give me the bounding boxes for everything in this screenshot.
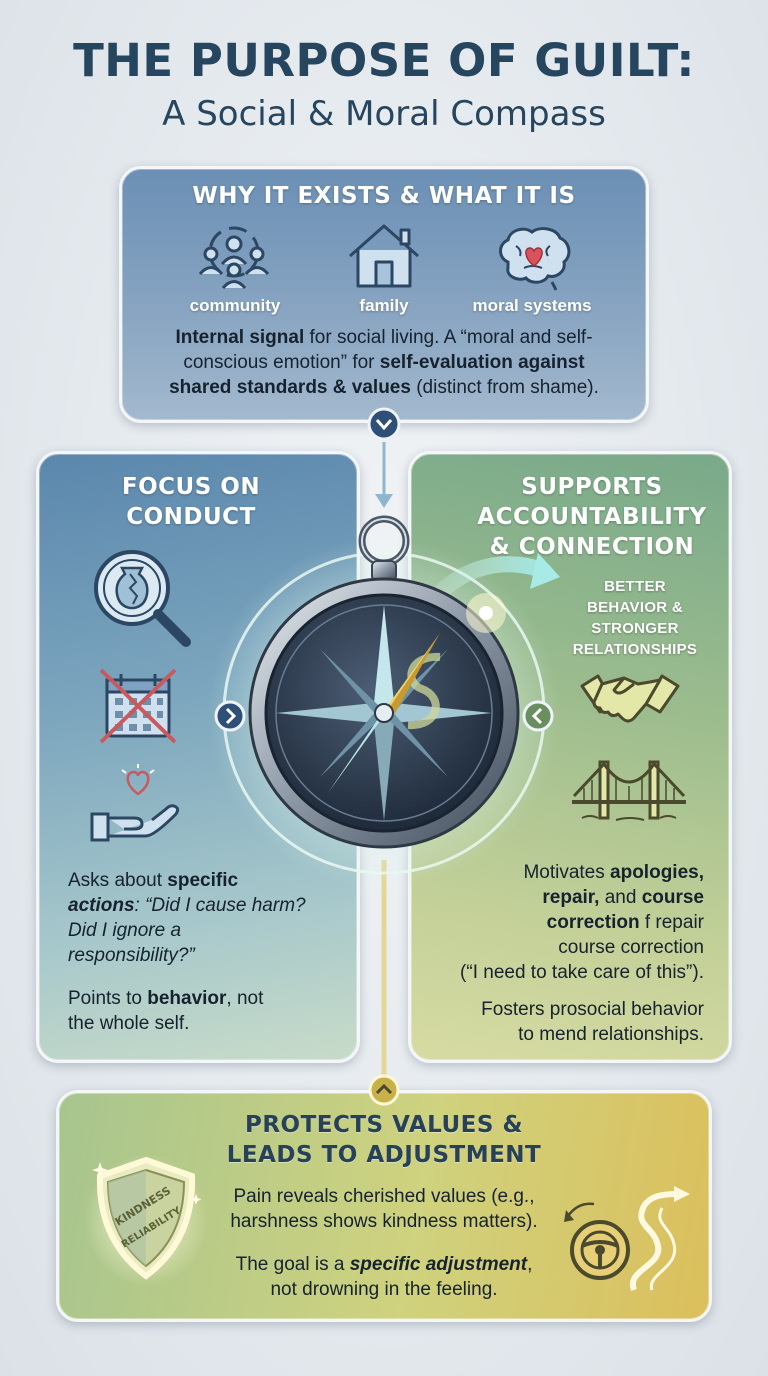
page-subtitle: A Social & Moral Compass xyxy=(162,94,606,134)
conduct-panel-heading: FOCUS ON CONDUCT xyxy=(121,474,261,530)
crossed-calendar-icon xyxy=(99,668,177,744)
magnifier-broken-vase-icon xyxy=(94,550,191,647)
community-label: community xyxy=(189,296,281,315)
values-panel-text-2: The goal is a specific adjustment, not d… xyxy=(235,1254,533,1300)
conduct-panel-text-2: Points to behavior, not the whole self. xyxy=(68,988,264,1034)
accountability-panel-heading: SUPPORTS ACCOUNTABILITY & CONNECTION xyxy=(477,474,707,560)
conduct-panel-text: Asks about specific actions: “Did I caus… xyxy=(68,870,306,966)
why-panel-description: Internal signal for social living. A “mo… xyxy=(169,327,599,398)
brain-heart-icon xyxy=(499,227,571,291)
compass-icon xyxy=(208,515,560,889)
family-label: family xyxy=(359,296,409,315)
moral-systems-label: moral systems xyxy=(472,296,592,315)
accountability-panel-text-2: Fosters prosocial behavior to mend relat… xyxy=(481,999,704,1045)
chevron-left-icon xyxy=(522,700,554,732)
page-title: THE PURPOSE OF GUILT: xyxy=(73,34,695,87)
handshake-icon xyxy=(580,674,680,723)
hand-heart-icon xyxy=(90,764,180,842)
bridge-icon xyxy=(572,760,686,821)
chevron-up-icon xyxy=(368,1074,400,1106)
chevron-right-icon xyxy=(214,700,246,732)
accountability-panel-text: Motivates apologies, repair, and course … xyxy=(460,862,704,983)
steering-wheel-road-icon xyxy=(564,1186,690,1292)
why-panel-heading: WHY IT EXISTS & WHAT IT IS xyxy=(192,183,576,209)
values-panel-text: Pain reveals cherished values (e.g., har… xyxy=(230,1186,538,1232)
community-icon xyxy=(198,226,270,290)
values-panel-heading: PROTECTS VALUES & LEADS TO ADJUSTMENT xyxy=(226,1112,542,1168)
better-behavior-label: BETTER BEHAVIOR & STRONGER RELATIONSHIPS xyxy=(572,578,698,658)
chevron-down-icon xyxy=(367,407,401,441)
shield-icon: KINDNESS RELIABILITY xyxy=(84,1154,208,1286)
house-icon xyxy=(349,224,419,288)
